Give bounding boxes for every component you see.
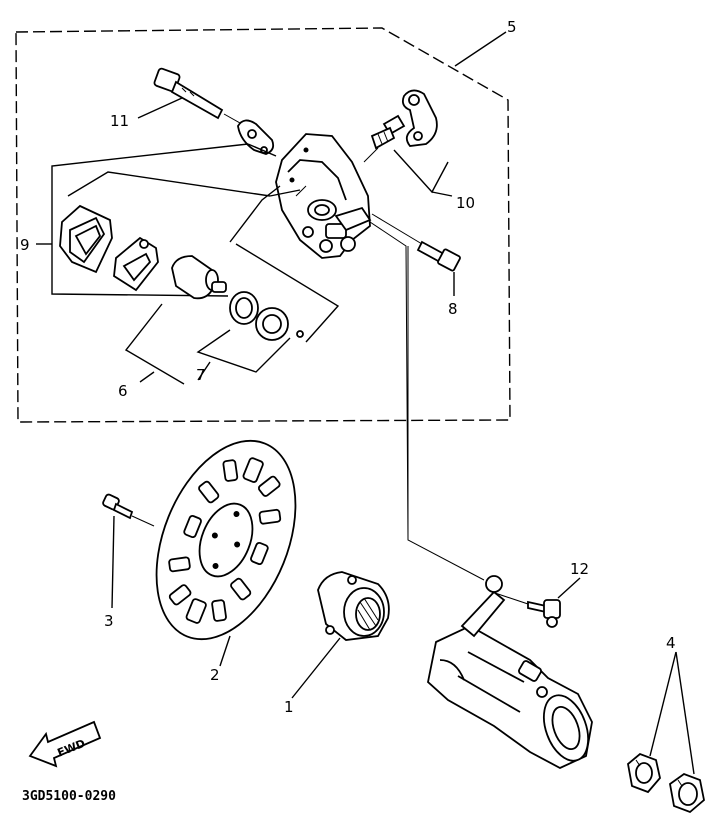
leader-5 [454,31,507,67]
leader-1 [291,637,341,699]
disc-bolt-3 [102,493,155,527]
hub-1 [317,571,390,641]
callout-6: 6 [118,382,128,400]
nut-4b [669,772,705,814]
leader-11 [137,97,183,119]
diagram-code: 3GD5100-0290 [22,789,116,804]
callout-7: 7 [196,366,206,384]
piston-6 [171,255,227,300]
brake-disc-2 [155,439,297,641]
bleed-cap-10 [401,89,438,147]
callout-5: 5 [507,18,517,36]
callout-9: 9 [20,236,30,254]
leader-10 [393,149,449,194]
leader-2 [219,635,231,667]
nut-4a [627,752,661,794]
master-cylinder [427,575,593,770]
leader-12 [557,577,581,599]
callout-1: 1 [284,698,294,716]
callout-4: 4 [666,634,676,652]
callout-10: 10 [456,194,475,212]
pin-bolt-11 [153,67,224,120]
caliper-body [275,133,372,259]
leader-7 [196,329,291,373]
callout-12: 12 [570,560,589,578]
pad-clip [237,119,275,155]
callout-3: 3 [104,612,114,630]
callout-2: 2 [210,666,220,684]
bleed-screw-10 [370,114,406,150]
mounting-bolt-8 [416,240,461,272]
leader-9 [51,143,249,297]
brake-pad-9a [59,204,113,274]
caliper-assembly-boundary [15,27,511,423]
leader-3 [111,515,115,609]
fwd-arrow-icon: FWD [28,720,102,768]
piston-seal-7a [229,291,259,325]
callout-11: 11 [110,112,129,130]
brake-pad-9b [113,236,159,292]
brake-hose [369,221,485,581]
leader-6 [124,303,185,385]
small-o-ring [296,330,304,338]
callout-8: 8 [448,300,458,318]
piston-seal-7b [255,307,289,341]
banjo-bolt-12 [527,599,561,628]
